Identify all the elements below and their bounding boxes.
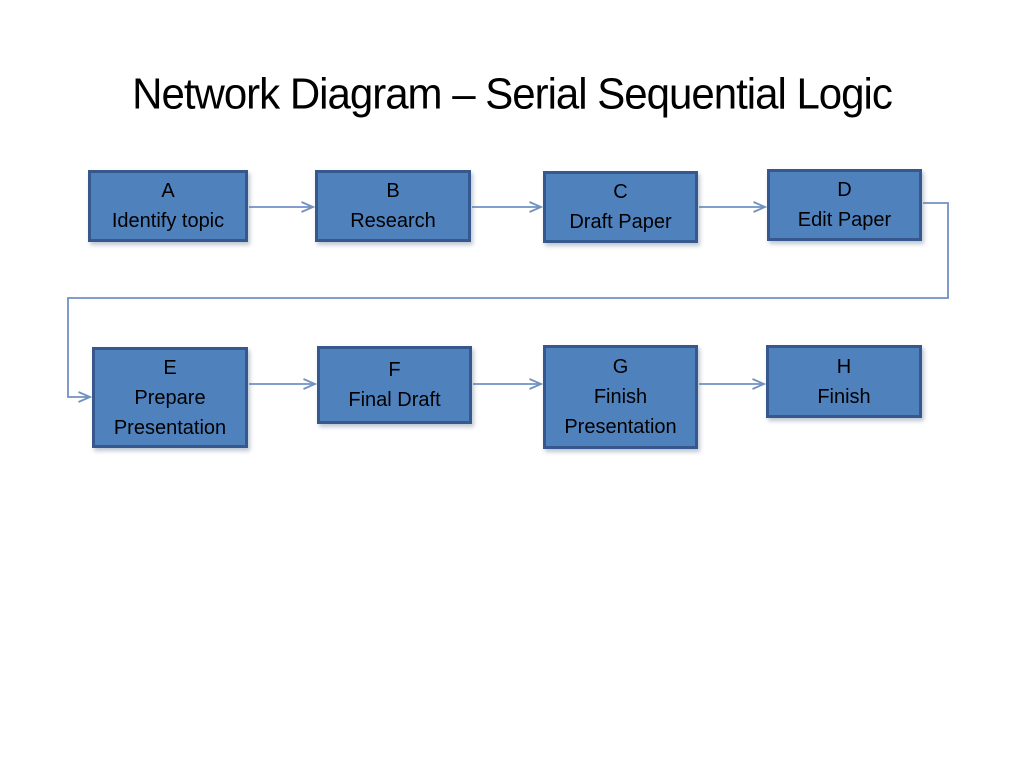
- node-letter: H: [836, 355, 852, 378]
- node-letter: D: [837, 179, 852, 201]
- node-letter: B: [386, 180, 400, 202]
- node-box-b: B Research: [315, 170, 471, 242]
- node-letter: E: [163, 356, 177, 379]
- node-label: Identify topic: [111, 210, 225, 232]
- node-box-g: G Finish Presentation: [543, 345, 698, 449]
- node-box-c: C Draft Paper: [543, 171, 698, 243]
- node-label: Draft Paper: [569, 211, 672, 233]
- node-letter: C: [613, 181, 628, 203]
- slide-title: Network Diagram – Serial Sequential Logi…: [132, 69, 893, 118]
- node-box-h: H Finish: [766, 345, 922, 418]
- node-label: Prepare: [134, 386, 206, 409]
- connector-d-e-elbow: [67, 202, 949, 403]
- node-label: Presentation: [564, 416, 677, 438]
- node-label: Finish: [817, 385, 871, 408]
- node-box-f: F Final Draft: [317, 346, 472, 424]
- node-label: Finish: [593, 386, 648, 408]
- node-box-a: A Identify topic: [88, 170, 248, 242]
- node-label: Presentation: [113, 416, 227, 439]
- node-label: Research: [350, 210, 436, 232]
- node-label: Edit Paper: [797, 209, 892, 231]
- node-label: Final Draft: [348, 389, 441, 411]
- node-letter: G: [612, 356, 629, 378]
- node-box-d: D Edit Paper: [767, 169, 922, 241]
- node-letter: F: [388, 359, 401, 381]
- node-letter: A: [161, 180, 175, 202]
- node-box-e: E Prepare Presentation: [92, 347, 248, 448]
